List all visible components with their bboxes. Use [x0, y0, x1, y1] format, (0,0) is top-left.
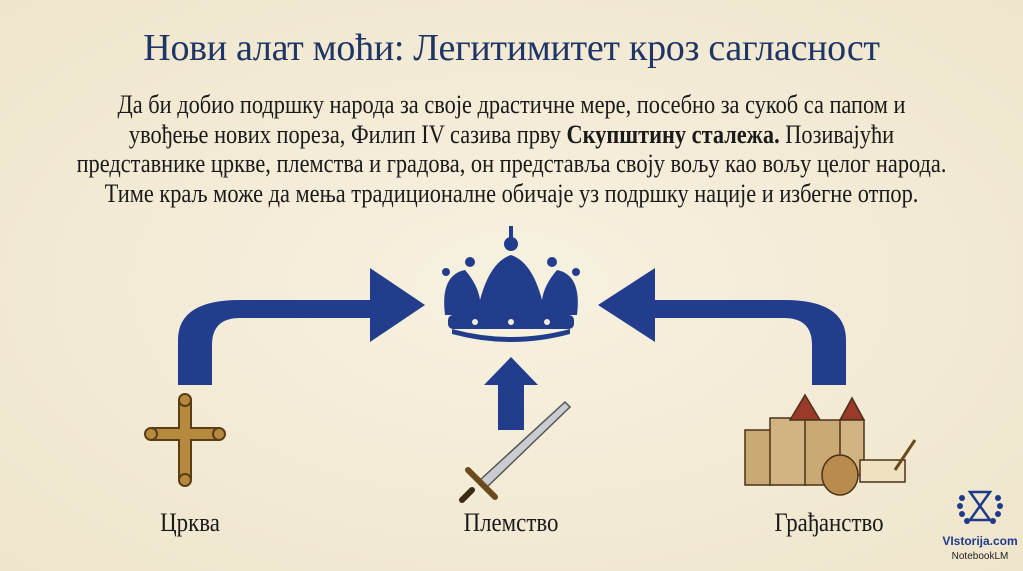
logo: VIstorija.com NotebookLM [935, 483, 1023, 562]
label-citizens: Грађанство [774, 508, 884, 537]
notebooklm-badge: NotebookLM [951, 551, 1009, 562]
label-church: Црква [160, 508, 220, 537]
left-arrow [178, 268, 425, 385]
crown-icon [442, 226, 580, 342]
body-line: представнике цркве, племства и градова, … [76, 149, 947, 178]
vistorija-logo-icon [957, 490, 1003, 524]
label-nobility: Племство [463, 508, 559, 537]
middle-arrow [484, 357, 538, 430]
body-text: увођење нових пореза, Филип IV сазива пр… [128, 119, 567, 149]
town-icon [744, 393, 917, 496]
body-line: Да би добио подршку народа за своје драс… [117, 90, 906, 119]
right-arrow [598, 268, 846, 385]
body-line: увођење нових пореза, Филип IV сазива пр… [37, 120, 986, 150]
slide-title: Нови алат моћи: Легитимитет кроз сагласн… [143, 27, 880, 69]
body-line: Тиме краљ може да мења традиционалне оби… [104, 178, 919, 208]
body-bold-text: Скупштину сталежа. [566, 119, 780, 149]
logo-site-text: VIstorija.com [942, 534, 1018, 548]
sword-icon [459, 400, 572, 503]
body-text: Позивајући [779, 119, 895, 149]
cross-icon [144, 393, 226, 487]
slide-body-text: Да би добио подршку народа за своје драс… [37, 90, 986, 208]
